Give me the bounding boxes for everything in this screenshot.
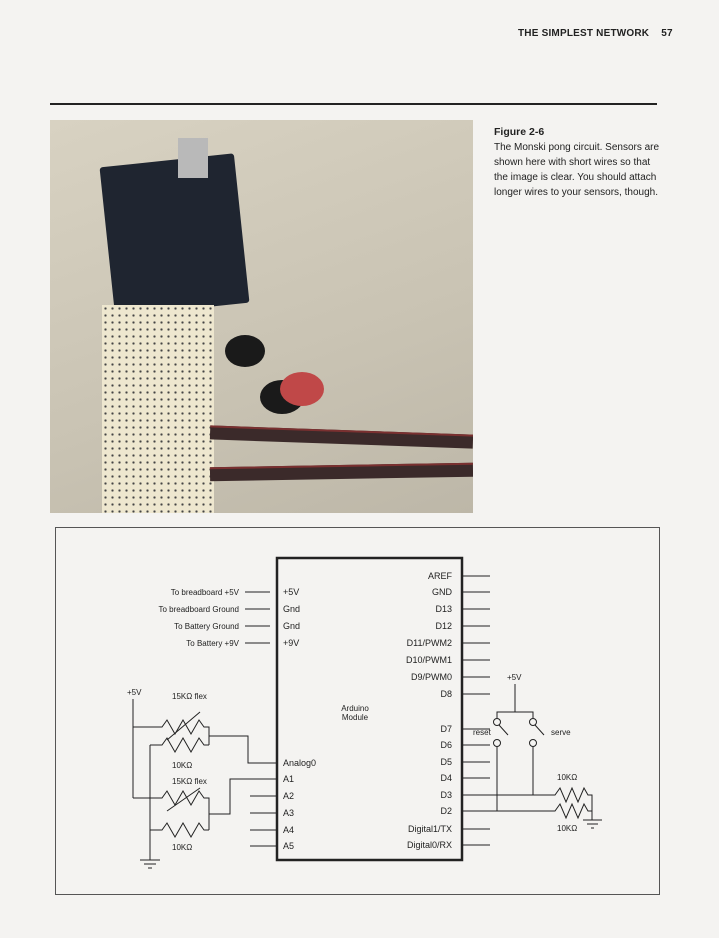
analog-pins: Analog0 A1 A2 A3 A4 A5	[250, 758, 316, 851]
pin-label: D9/PWM0	[411, 672, 452, 682]
connection-label: To Battery +9V	[186, 639, 239, 648]
supply-label: +5V	[507, 673, 522, 682]
pin-label: D7	[440, 724, 452, 734]
resistor-label: 10KΩ	[172, 761, 192, 770]
usb-connector-image	[178, 138, 208, 178]
pushbutton-image	[225, 335, 265, 367]
resistor-label: 10KΩ	[172, 843, 192, 852]
breadboard-image	[102, 305, 214, 513]
schematic-frame	[55, 527, 660, 895]
pin-label: +5V	[283, 587, 299, 597]
left-power-connections: To breadboard +5V To breadboard Ground T…	[159, 587, 301, 648]
digital-pins: AREF GND D13D12D11/PWM2D10/PWM1D9/PWM0D8D7…	[406, 571, 490, 850]
circuit-photo	[50, 120, 473, 513]
pin-label: A2	[283, 791, 294, 801]
pin-label: A4	[283, 825, 294, 835]
connection-label: To breadboard +5V	[171, 588, 240, 597]
caption-text: The Monski pong circuit. Sensors are sho…	[494, 142, 660, 198]
module-label: Module	[342, 713, 369, 722]
pin-label: D2	[440, 806, 452, 816]
pin-label: Analog0	[283, 758, 316, 768]
figure-label: Figure 2-6	[494, 126, 545, 138]
variable-arrow	[166, 711, 201, 741]
connection-label: To Battery Ground	[174, 622, 239, 631]
variable-arrow	[166, 787, 201, 812]
pin-label: Gnd	[283, 604, 300, 614]
pushbutton-image	[280, 372, 324, 406]
pin-label: A3	[283, 808, 294, 818]
section-title: THE SIMPLEST NETWORK	[518, 28, 650, 39]
header-rule	[50, 103, 657, 105]
pin-label: AREF	[428, 571, 453, 581]
running-header: THE SIMPLEST NETWORK 57	[518, 28, 673, 39]
resistor-label: 15KΩ flex	[172, 692, 207, 701]
switch-label: serve	[551, 728, 571, 737]
pin-label: Digital1/TX	[408, 824, 452, 834]
pin-label: D8	[440, 689, 452, 699]
pin-label: D11/PWM2	[407, 638, 452, 648]
pin-label: D6	[440, 740, 452, 750]
pin-label: +9V	[283, 638, 299, 648]
resistor-label: 15KΩ flex	[172, 777, 207, 786]
pin-label: Digital0/RX	[407, 840, 452, 850]
page-number: 57	[661, 28, 673, 39]
switch-label: reset	[473, 728, 492, 737]
pin-label: D10/PWM1	[406, 655, 452, 665]
switch-network: +5V reset serve 10KΩ 10KΩ	[462, 673, 602, 833]
pin-label: D12	[435, 621, 452, 631]
resistor-label: 10KΩ	[557, 773, 577, 782]
arduino-module-box	[275, 556, 464, 862]
pin-label: A1	[283, 774, 294, 784]
figure-caption: Figure 2-6 The Monski pong circuit. Sens…	[494, 125, 664, 200]
pin-label: D4	[440, 773, 452, 783]
pin-label: GND	[432, 587, 453, 597]
module-label: Arduino	[341, 704, 369, 713]
connection-label: To breadboard Ground	[159, 605, 240, 614]
pin-label: A5	[283, 841, 294, 851]
reset-switch-icon	[498, 724, 509, 736]
supply-label: +5V	[127, 688, 142, 697]
serve-switch-icon	[534, 724, 545, 736]
pin-label: D3	[440, 790, 452, 800]
pin-label: D13	[435, 604, 452, 614]
pin-label: Gnd	[283, 621, 300, 631]
flex-sensor-network: +5V 15KΩ flex 10KΩ 15KΩ flex 10KΩ	[127, 688, 277, 869]
pin-label: D5	[440, 757, 452, 767]
resistor-label: 10KΩ	[557, 824, 577, 833]
